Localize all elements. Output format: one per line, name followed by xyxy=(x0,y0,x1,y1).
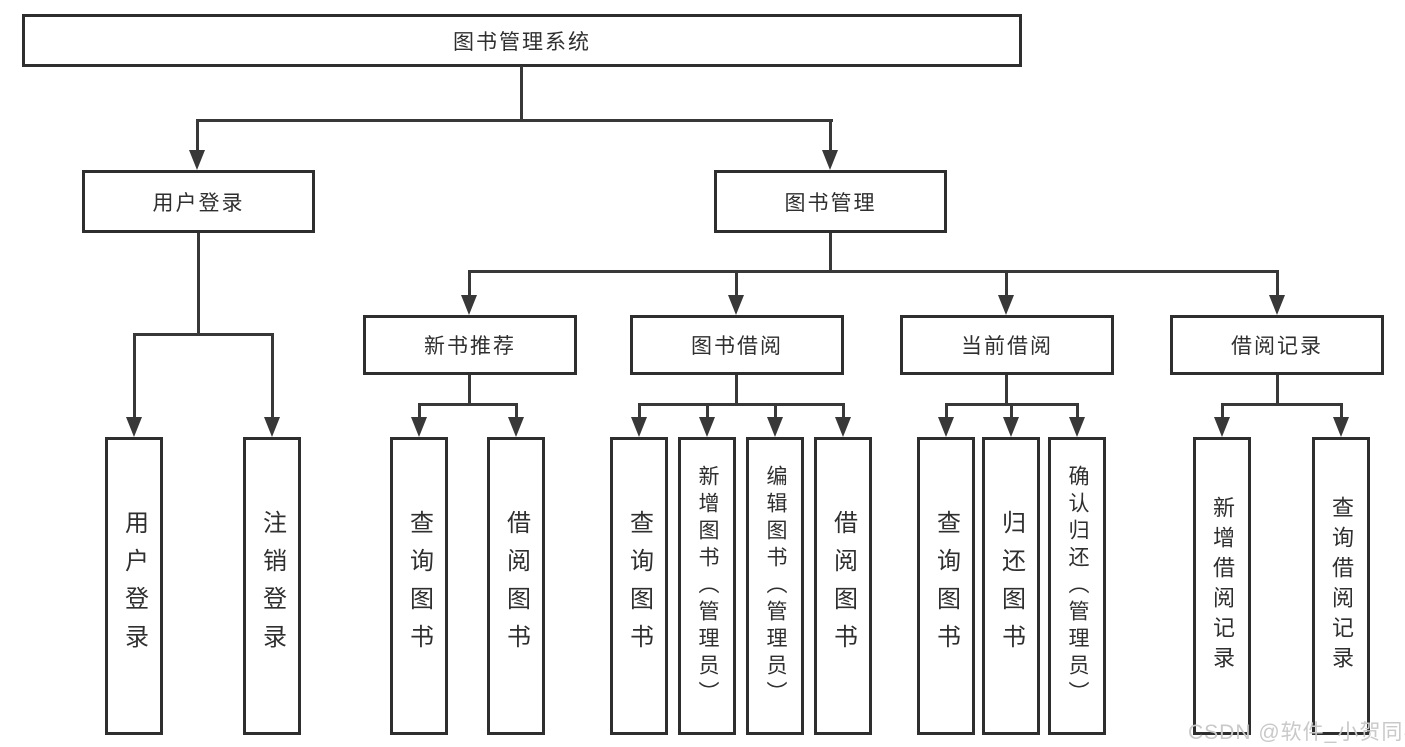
arrowhead-down-icon xyxy=(728,295,744,315)
node-current-borrowing: 当前借阅 xyxy=(900,315,1114,375)
connector-line xyxy=(1076,403,1079,419)
node-library-system-label: 图书管理系统 xyxy=(453,30,591,54)
arrowhead-down-icon xyxy=(264,417,280,437)
connector-line xyxy=(1221,403,1224,419)
leaf-nb-query-books: 查询图书 xyxy=(390,437,448,735)
leaf-logout: 注销登录 xyxy=(243,437,301,735)
arrowhead-down-icon xyxy=(835,417,851,437)
arrowhead-down-icon xyxy=(631,417,647,437)
leaf-user-login-label: 用户登录 xyxy=(120,510,148,662)
leaf-bb-borrow-books-label: 借阅图书 xyxy=(829,510,857,662)
node-library-system: 图书管理系统 xyxy=(22,14,1022,67)
leaf-cb-query-books-label: 查询图书 xyxy=(932,510,960,662)
arrowhead-down-icon xyxy=(508,417,524,437)
leaf-nb-borrow-books: 借阅图书 xyxy=(487,437,545,735)
leaf-bb-add-books: 新增图书（管理员） xyxy=(678,437,736,735)
arrowhead-down-icon xyxy=(411,417,427,437)
leaf-bb-edit-books: 编辑图书（管理员） xyxy=(746,437,804,735)
connector-line xyxy=(1010,403,1013,419)
node-book-management-label: 图书管理 xyxy=(784,191,877,215)
connector-line xyxy=(1276,270,1279,298)
connector-line xyxy=(829,233,832,273)
node-new-book-recommendation: 新书推荐 xyxy=(363,315,577,375)
connector-line xyxy=(638,403,641,419)
connector-line xyxy=(638,403,845,406)
connector-line xyxy=(418,403,518,406)
arrowhead-down-icon xyxy=(461,295,477,315)
leaf-cb-return-books: 归还图书 xyxy=(982,437,1040,735)
connector-line xyxy=(515,403,518,419)
arrowhead-down-icon xyxy=(126,417,142,437)
connector-line xyxy=(706,403,709,419)
arrowhead-down-icon xyxy=(1214,417,1230,437)
node-borrowing-records-label: 借阅记录 xyxy=(1231,335,1323,358)
leaf-bb-edit-books-label: 编辑图书（管理员） xyxy=(764,464,787,708)
csdn-watermark: CSDN @软件_小贺同学 xyxy=(1188,721,1405,744)
arrowhead-down-icon xyxy=(1333,417,1349,437)
node-book-borrowing-label: 图书借阅 xyxy=(691,335,783,358)
leaf-br-query-record: 查询借阅记录 xyxy=(1312,437,1370,735)
connector-line xyxy=(196,119,833,122)
arrowhead-down-icon xyxy=(1269,295,1285,315)
connector-line xyxy=(133,333,274,336)
connector-line xyxy=(197,233,200,335)
leaf-br-add-record-label: 新增借阅记录 xyxy=(1210,496,1235,676)
connector-line xyxy=(735,270,738,298)
leaf-bb-query-books-label: 查询图书 xyxy=(625,510,653,662)
node-user-login-label: 用户登录 xyxy=(152,191,245,215)
connector-line xyxy=(1005,270,1008,298)
connector-line xyxy=(468,375,471,405)
node-book-borrowing: 图书借阅 xyxy=(630,315,844,375)
connector-line xyxy=(196,119,199,152)
connector-line xyxy=(842,403,845,419)
connector-line xyxy=(520,66,523,119)
connector-line xyxy=(1005,375,1008,405)
leaf-cb-confirm-return-label: 确认归还（管理员） xyxy=(1066,464,1089,708)
connector-line xyxy=(468,270,471,298)
arrowhead-down-icon xyxy=(938,417,954,437)
connector-line xyxy=(468,270,1279,273)
connector-line xyxy=(133,333,136,419)
connector-line xyxy=(829,119,832,152)
connector-line xyxy=(1221,403,1343,406)
connector-line xyxy=(774,403,777,419)
leaf-br-add-record: 新增借阅记录 xyxy=(1193,437,1251,735)
connector-line xyxy=(735,375,738,405)
leaf-logout-label: 注销登录 xyxy=(258,510,286,662)
connector-line xyxy=(1276,375,1279,405)
leaf-bb-add-books-label: 新增图书（管理员） xyxy=(696,464,719,708)
leaf-bb-query-books: 查询图书 xyxy=(610,437,668,735)
leaf-cb-confirm-return: 确认归还（管理员） xyxy=(1048,437,1106,735)
connector-line xyxy=(1340,403,1343,419)
leaf-cb-return-books-label: 归还图书 xyxy=(997,510,1025,662)
arrowhead-down-icon xyxy=(767,417,783,437)
arrowhead-down-icon xyxy=(822,150,838,170)
node-current-borrowing-label: 当前借阅 xyxy=(961,335,1053,358)
node-new-book-recommendation-label: 新书推荐 xyxy=(424,335,516,358)
connector-line xyxy=(418,403,421,419)
arrowhead-down-icon xyxy=(699,417,715,437)
node-user-login: 用户登录 xyxy=(82,170,315,233)
node-book-management: 图书管理 xyxy=(714,170,947,233)
arrowhead-down-icon xyxy=(189,150,205,170)
arrowhead-down-icon xyxy=(1069,417,1085,437)
arrowhead-down-icon xyxy=(998,295,1014,315)
leaf-nb-query-books-label: 查询图书 xyxy=(405,510,433,662)
leaf-cb-query-books: 查询图书 xyxy=(917,437,975,735)
leaf-nb-borrow-books-label: 借阅图书 xyxy=(502,510,530,662)
leaf-bb-borrow-books: 借阅图书 xyxy=(814,437,872,735)
node-borrowing-records: 借阅记录 xyxy=(1170,315,1384,375)
leaf-br-query-record-label: 查询借阅记录 xyxy=(1329,496,1354,676)
leaf-user-login: 用户登录 xyxy=(105,437,163,735)
connector-line xyxy=(945,403,948,419)
arrowhead-down-icon xyxy=(1003,417,1019,437)
connector-line xyxy=(271,333,274,419)
